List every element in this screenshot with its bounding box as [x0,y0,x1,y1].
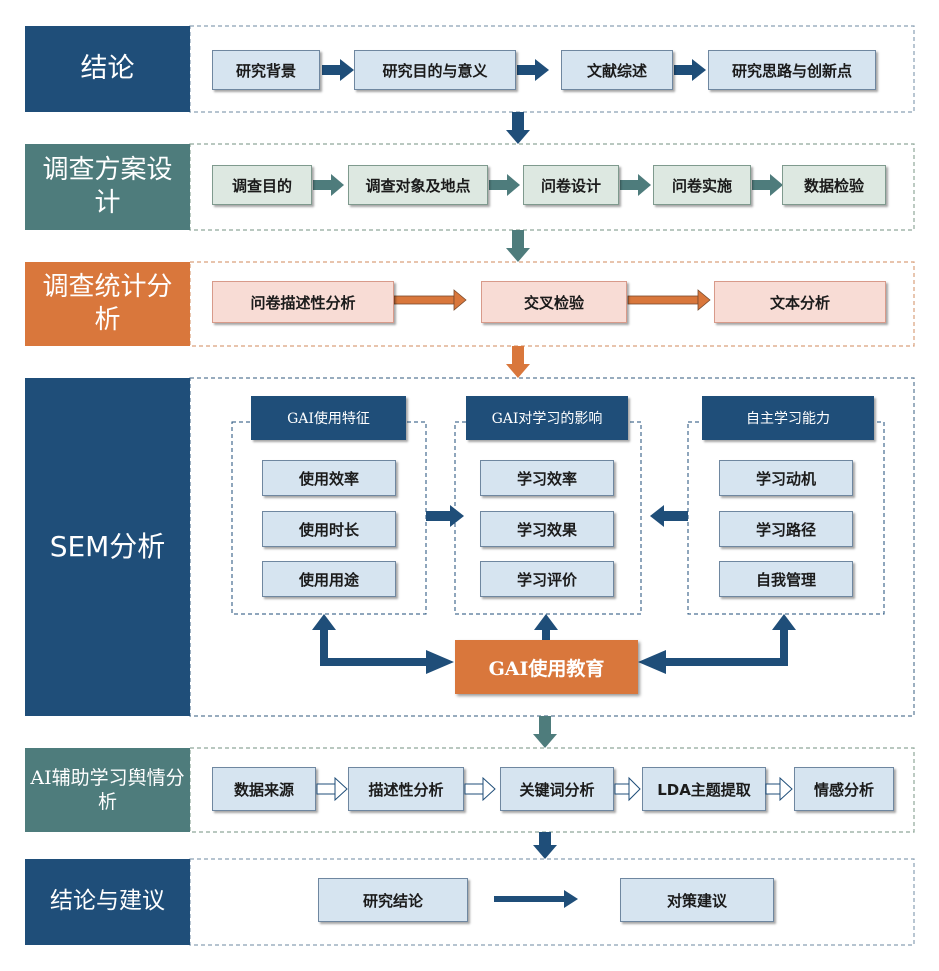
group-1-item-usage-duration: 使用时长 [262,511,396,547]
s5-item-descriptive-analysis: 描述性分析 [348,767,464,811]
group-1-header: GAI使用特征 [251,396,406,440]
s5-item-lda-topic: LDA主题提取 [642,767,766,811]
s2-item-survey-purpose: 调查目的 [212,165,312,205]
section-3-label: 调查统计分析 [42,271,173,335]
group-2-item-learning-effect: 学习效果 [480,511,614,547]
s6-arrow-icon [494,890,578,908]
s5-arrow-4-icon [765,776,793,802]
s2-arrow-2-icon [489,174,520,196]
s1-arrow-2-icon [517,59,549,81]
section-5-frame [189,747,915,833]
s2-item-survey-subjects: 调查对象及地点 [348,165,488,205]
group-3-item-learning-path: 学习路径 [719,511,853,547]
group-1-item-usage-efficiency: 使用效率 [262,460,396,496]
s6-item-research-conclusion: 研究结论 [318,878,468,922]
s6-item-policy-suggestion: 对策建议 [620,878,774,922]
group-2-item-learning-evaluation: 学习评价 [480,561,614,597]
section-3-frame [189,261,915,347]
s3-item-cross-test: 交叉检验 [481,281,627,323]
s5-item-data-source: 数据来源 [212,767,316,811]
center-to-group3-connector [638,614,796,674]
s3-item-descriptive-analysis: 问卷描述性分析 [212,281,394,323]
gai-usage-education-node: GAI使用教育 [455,640,638,694]
group-2-item-learning-efficiency: 学习效率 [480,460,614,496]
s1-arrow-3-icon [674,59,706,81]
s2-arrow-1-icon [313,174,344,196]
down-arrow-4-icon [533,716,557,748]
section-4-label: SEM分析 [49,530,166,564]
section-6-label-block [25,859,190,945]
group-3-item-self-management: 自我管理 [719,561,853,597]
s1-item-research-approach: 研究思路与创新点 [708,50,876,90]
s2-item-questionnaire-implementation: 问卷实施 [653,165,751,205]
s1-item-literature-review: 文献综述 [561,50,673,90]
s3-arrow-1-icon [393,289,467,311]
s5-item-keyword-analysis: 关键词分析 [500,767,614,811]
center-to-group1-connector [312,614,454,674]
s5-arrow-3-icon [614,776,641,802]
s5-arrow-1-icon [316,776,348,802]
s2-arrow-4-icon [752,174,783,196]
s2-arrow-3-icon [620,174,651,196]
group-3-item-learning-motivation: 学习动机 [719,460,853,496]
section-1-label: 结论 [80,52,135,84]
group3-to-group2-arrow-icon [650,505,688,527]
down-arrow-2-icon [506,230,530,262]
s3-item-text-analysis: 文本分析 [714,281,886,323]
down-arrow-3-icon [506,346,530,378]
section-1-label-block [25,26,190,112]
s1-item-research-background: 研究背景 [212,50,320,90]
s5-item-sentiment-analysis: 情感分析 [794,767,894,811]
s1-arrow-1-icon [322,59,354,81]
s1-item-research-purpose: 研究目的与意义 [354,50,516,90]
s3-arrow-2-icon [627,289,711,311]
down-arrow-5-icon [533,832,557,859]
group-1-item-usage-purpose: 使用用途 [262,561,396,597]
section-4-label-block [25,378,190,716]
section-6-label: 结论与建议 [50,888,165,915]
s5-arrow-2-icon [464,776,496,802]
section-5-label: AI辅助学习舆情分析 [30,766,185,813]
center-to-group2-connector [534,614,558,640]
s2-item-data-validation: 数据检验 [782,165,886,205]
group-2-header: GAI对学习的影响 [466,396,628,440]
section-2-label: 调查方案设计 [42,154,173,218]
group-3-header: 自主学习能力 [702,396,874,440]
down-arrow-1-icon [506,112,530,144]
section-2-label-block [25,144,190,230]
section-5-label-block [25,748,190,832]
s2-item-questionnaire-design: 问卷设计 [523,165,619,205]
section-3-label-block [25,262,190,346]
group1-to-group2-arrow-icon [426,505,464,527]
